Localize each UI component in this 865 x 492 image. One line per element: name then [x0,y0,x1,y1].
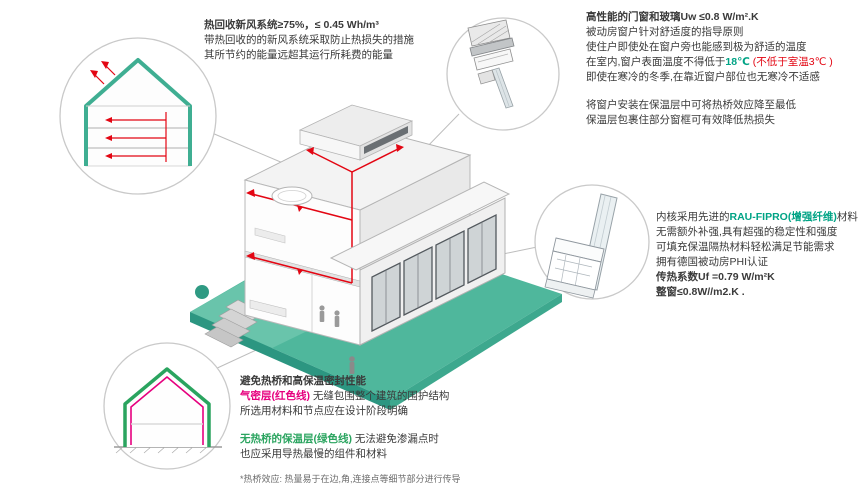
uf-value: 传热系数Uf =0.79 W/m²K [656,271,775,283]
material-highlight: RAU-FIPRO(增强纤维) [729,211,837,223]
airtight-layer-label: 气密层(红色线) [240,390,310,402]
thermal-bridge-callout-illustration [103,342,231,470]
insulation-layer-label: 无热桥的保温层(绿色线) [240,433,352,445]
windows-line: 在室内,窗户表面温度不得低于18℃ (不低于室温3℃ ) [586,56,833,68]
frame-profile-callout-illustration [534,184,650,300]
ventilation-callout-illustration [59,37,217,195]
wing-parapet [329,181,511,271]
frame-line: 可填充保温隔热材料轻松满足节能需求 [656,241,835,253]
thermal-line: 无热桥的保温层(绿色线) 无法避免渗漏点时 [240,433,439,445]
person-figure-outdoor [349,356,355,374]
thermal-title: 避免热桥和高保温密封性能 [240,375,366,387]
bathtub [271,186,313,206]
thermal-line: 也应采用导热最慢的组件和材料 [240,448,387,460]
person-figure-indoor [319,305,340,327]
section-duct-arrowheads [90,61,112,159]
windows-title: 高性能的门窗和玻璃Uw ≤0.8 W/m².K [586,11,759,23]
glazed-wing [329,181,511,346]
penthouse [298,104,414,161]
bush [195,285,209,299]
airtight-red-line [130,376,204,445]
thermal-text-block: 避免热桥和高保温密封性能 气密层(红色线) 无缝包围整个建筑的围护结构 所选用材… [240,374,570,485]
thermal-line: 气密层(红色线) 无缝包围整个建筑的围护结构 [240,390,450,402]
ventilation-line: 其所节约的能量远超其运行所耗费的能量 [204,49,393,61]
window-detail-callout-illustration [446,17,560,131]
insulation-green-line [123,367,211,447]
duct-arrowheads [246,144,404,275]
frame-line: 无需额外补强,具有超强的稳定性和强度 [656,226,838,238]
temp-note-red: (不低于室温3℃ ) [749,56,833,68]
windows-line: 使住户即使处在窗户旁也能感到极为舒适的温度 [586,41,807,53]
thermal-footnote: *热桥效应: 热量易于在边,角,连接点等细节部分进行传导 [240,474,461,484]
house-isometric-illustration [190,104,562,410]
ventilation-text-block: 热回收新风系统≥75%，≤ 0.45 Wh/m³ 带热回收的的新风系统采取防止热… [204,18,504,63]
ventilation-line: 带热回收的的新风系统采取防止热损失的措施 [204,34,414,46]
thermal-line: 所选用材料和节点应在设计阶段明确 [240,405,408,417]
temp-threshold: 18℃ [725,56,750,68]
ventilation-title: 热回收新风系统≥75%，≤ 0.45 Wh/m³ [204,19,379,31]
kitchen-counter [249,299,287,318]
frame-line: 拥有德国被动房PHI认证 [656,256,769,268]
windows-line: 保温层包裹住部分窗框可有效降低热损失 [586,114,775,126]
windows-line: 将窗户安装在保温层中可将热桥效应降至最低 [586,99,796,111]
windows-text-block: 高性能的门窗和玻璃Uw ≤0.8 W/m².K 被动房窗户针对舒适度的指导原则 … [586,10,862,128]
windows-line: 即使在寒冷的冬季,在靠近窗户部位也无寒冷不适感 [586,71,820,83]
uw-value: 整窗≤0.8W//m2.K . [656,286,745,298]
windows-line: 被动房窗户针对舒适度的指导原则 [586,26,744,38]
frame-line: 内核采用先进的RAU-FIPRO(增强纤维)材料 [656,211,858,223]
frame-text-block: 内核采用先进的RAU-FIPRO(增强纤维)材料 无需额外补强,具有超强的稳定性… [656,210,862,300]
